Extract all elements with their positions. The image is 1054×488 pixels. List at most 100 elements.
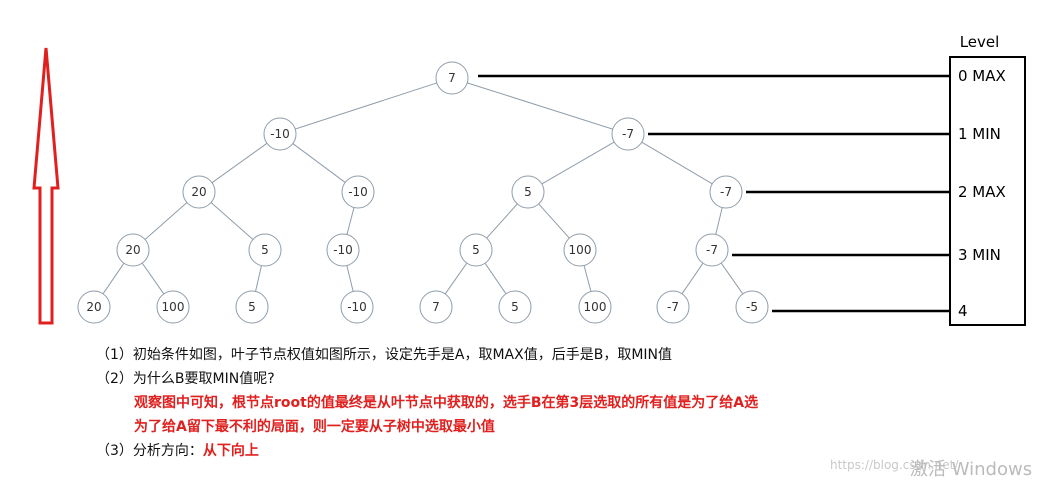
tree-node: -10 [340, 290, 374, 324]
tree-node-circle [419, 290, 453, 324]
tree-node-circle [326, 233, 360, 267]
tree-node-label: 100 [162, 300, 185, 314]
tree-node: 20 [182, 175, 216, 209]
tree-edge [255, 265, 262, 292]
level-row-label: 2 MAX [958, 183, 1006, 201]
tree-edge [715, 207, 723, 235]
tree-node-circle [341, 175, 375, 209]
level-row-label: 0 MAX [958, 67, 1006, 85]
tree-edge [346, 207, 355, 235]
tree-node-label: -7 [622, 127, 634, 141]
tree-node-label: -7 [720, 185, 732, 199]
tree-node-label: -7 [706, 243, 718, 257]
tree-edge [538, 203, 570, 239]
tree-edge [486, 203, 518, 239]
level-row-label: 3 MIN [958, 246, 1001, 264]
tree-node-circle [695, 233, 729, 267]
analysis-direction-value: 从下向上 [202, 443, 259, 459]
tree-node-label: 5 [524, 185, 532, 199]
tree-node-circle [498, 290, 532, 324]
tree-node: 100 [563, 233, 597, 267]
tree-edge [467, 82, 613, 130]
tree-node-circle [435, 61, 469, 95]
tree-node-label: 20 [86, 300, 101, 314]
tree-node-label: 5 [472, 243, 480, 257]
tree-node-label: -10 [333, 243, 353, 257]
explanation-line-4: 为了给A留下最不利的局面，则一定要从子树中选取最小值 [134, 419, 495, 435]
tree-node-circle [709, 175, 743, 209]
tree-node: 5 [498, 290, 532, 324]
tree-node-label: -7 [667, 300, 679, 314]
tree-node-circle [578, 290, 612, 324]
tree-node: -10 [341, 175, 375, 209]
tree-node-label: 20 [125, 243, 140, 257]
explanation-line-5: （3）分析方向：从下向上 [96, 439, 996, 463]
tree-node-label: 7 [448, 71, 456, 85]
tree-node-label: 20 [191, 185, 206, 199]
tree-edge [141, 262, 165, 295]
tree-node-label: -5 [746, 300, 758, 314]
tree-node: -10 [263, 117, 297, 151]
tree-node-label: 7 [432, 300, 440, 314]
tree-node: 100 [156, 290, 190, 324]
explanation-text: （1）初始条件如图，叶子节点权值如图所示，设定先手是A，取MAX值，后手是B，取… [96, 343, 996, 463]
explanation-line-3: 观察图中可知，根节点root的值最终是从叶节点中获取的，选手B在第3层选取的所有… [134, 395, 759, 411]
tree-node: 20 [77, 290, 111, 324]
tree-edge [484, 262, 507, 295]
tree-node-circle [182, 175, 216, 209]
level-row-label: 4 [958, 302, 968, 320]
level-title: Level [960, 33, 1000, 51]
tree-edge [541, 141, 615, 185]
windows-activation-watermark: 激活 Windows [910, 459, 1033, 480]
tree-node-circle [611, 117, 645, 151]
tree-edge [210, 202, 254, 240]
tree-edge [583, 265, 592, 292]
tree-node-circle [735, 290, 769, 324]
tree-node-label: -10 [348, 185, 368, 199]
tree-edge [102, 262, 125, 295]
tree-node-label: -10 [347, 300, 367, 314]
tree-node-circle [511, 175, 545, 209]
level-box [949, 56, 1026, 326]
tree-node: 100 [578, 290, 612, 324]
tree-node-label: 5 [261, 243, 269, 257]
tree-node-circle [235, 290, 269, 324]
blog-watermark: https://blog.csdn.net/ [830, 458, 959, 472]
tree-edge [144, 202, 188, 240]
tree-node-circle [77, 290, 111, 324]
tree-node: 5 [511, 175, 545, 209]
minimax-tree-diagram: 7 -10 -7 20 -10 5 -7 20 5 -10 5 100 -7 20 100 5 -10 7 5 100… [32, 33, 1026, 326]
tree-node: 5 [459, 233, 493, 267]
tree-node-label: -10 [270, 127, 290, 141]
explanation-line-1: （1）初始条件如图，叶子节点权值如图所示，设定先手是A，取MAX值，后手是B，取… [96, 347, 673, 363]
tree-edge [346, 265, 354, 292]
explanation-line-2: （2）为什么B要取MIN值呢? [96, 371, 275, 387]
tree-node: -10 [326, 233, 360, 267]
tree-edge [720, 262, 744, 295]
tree-node: 5 [235, 290, 269, 324]
tree-edge [292, 143, 346, 183]
direction-arrow-icon [32, 47, 60, 325]
tree-node-label: 100 [584, 300, 607, 314]
tree-node-label: 5 [248, 300, 256, 314]
tree-node-circle [656, 290, 690, 324]
tree-node-label: 5 [511, 300, 519, 314]
tree-node: 7 [435, 61, 469, 95]
tree-node: -7 [656, 290, 690, 324]
tree-node-circle [563, 233, 597, 267]
tree-node: -7 [695, 233, 729, 267]
tree-node-circle [263, 117, 297, 151]
tree-node-circle [156, 290, 190, 324]
tree-node: 5 [248, 233, 282, 267]
analysis-direction-label: （3）分析方向： [96, 443, 203, 459]
tree-edge [444, 262, 468, 295]
tree-node: 7 [419, 290, 453, 324]
tree-node: 20 [116, 233, 150, 267]
tree-edge [211, 142, 268, 184]
tree-node-label: 100 [569, 243, 592, 257]
tree-edge [641, 141, 713, 185]
tree-node: -5 [735, 290, 769, 324]
tree-node-circle [248, 233, 282, 267]
tree-node-circle [116, 233, 150, 267]
level-row-label: 1 MIN [958, 125, 1001, 143]
